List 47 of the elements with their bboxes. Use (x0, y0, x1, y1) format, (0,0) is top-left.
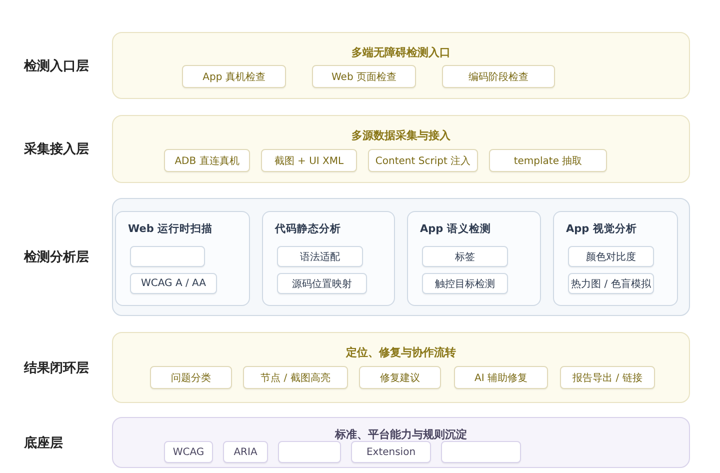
box-chip (441, 441, 521, 463)
item-chip: Extension (351, 441, 431, 463)
item-chip: 问题分类 (150, 366, 232, 389)
layer-label: 检测分析层 (24, 249, 89, 266)
layer-label: 底座层 (24, 434, 63, 452)
item-chip: 编码阶段检查 (442, 65, 555, 88)
item-chip: 热力图 / 色盲模拟 (568, 273, 654, 294)
item-chip: ADB 直连真机 (164, 149, 250, 172)
layer-band (112, 417, 690, 468)
item-chip: template 抽取 (489, 149, 607, 172)
item-chip: 语法适配 (277, 246, 363, 267)
layer-heading: 多端无障碍检测入口 (350, 45, 452, 60)
card-heading: Web 运行时扫描 (128, 222, 213, 236)
module-card (262, 211, 395, 306)
item-chip: AI 辅助修复 (454, 366, 548, 389)
layer-band (112, 115, 690, 183)
item-chip: Content Script 注入 (368, 149, 478, 172)
item-chip: 截图 + UI XML (261, 149, 357, 172)
layer-heading: 定位、修复与协作流转 (344, 345, 457, 360)
layer-band (112, 332, 690, 403)
item-chip: 报告导出 / 链接 (560, 366, 655, 389)
layer-heading: 标准、平台能力与规则沉淀 (334, 427, 468, 442)
item-chip: 节点 / 截图高亮 (243, 366, 348, 389)
layer-heading: 多源数据采集与接入 (350, 128, 452, 143)
layer-band (112, 32, 690, 99)
item-chip: 标签 (422, 246, 508, 267)
layer-label: 检测入口层 (24, 58, 89, 74)
box-chip (130, 246, 205, 267)
box-chip (278, 441, 341, 463)
module-card (407, 211, 541, 306)
item-chip: App 真机检查 (182, 65, 286, 88)
item-chip: Web 页面检查 (312, 65, 416, 88)
card-heading: App 视觉分析 (566, 222, 637, 236)
item-chip: 颜色对比度 (568, 246, 654, 267)
item-chip: WCAG (164, 441, 213, 463)
module-card (115, 211, 250, 306)
card-heading: 代码静态分析 (275, 222, 341, 236)
item-chip: 修复建议 (359, 366, 441, 389)
item-chip: ARIA (223, 441, 268, 463)
card-heading: App 语义检测 (420, 222, 491, 236)
item-chip: WCAG A / AA (130, 273, 217, 294)
module-card (553, 211, 678, 306)
item-chip: 源码位置映射 (277, 273, 367, 294)
layer-label: 结果闭环层 (24, 360, 89, 376)
item-chip: 触控目标检测 (422, 273, 508, 294)
layer-band (112, 198, 690, 316)
layer-label: 采集接入层 (24, 140, 89, 158)
